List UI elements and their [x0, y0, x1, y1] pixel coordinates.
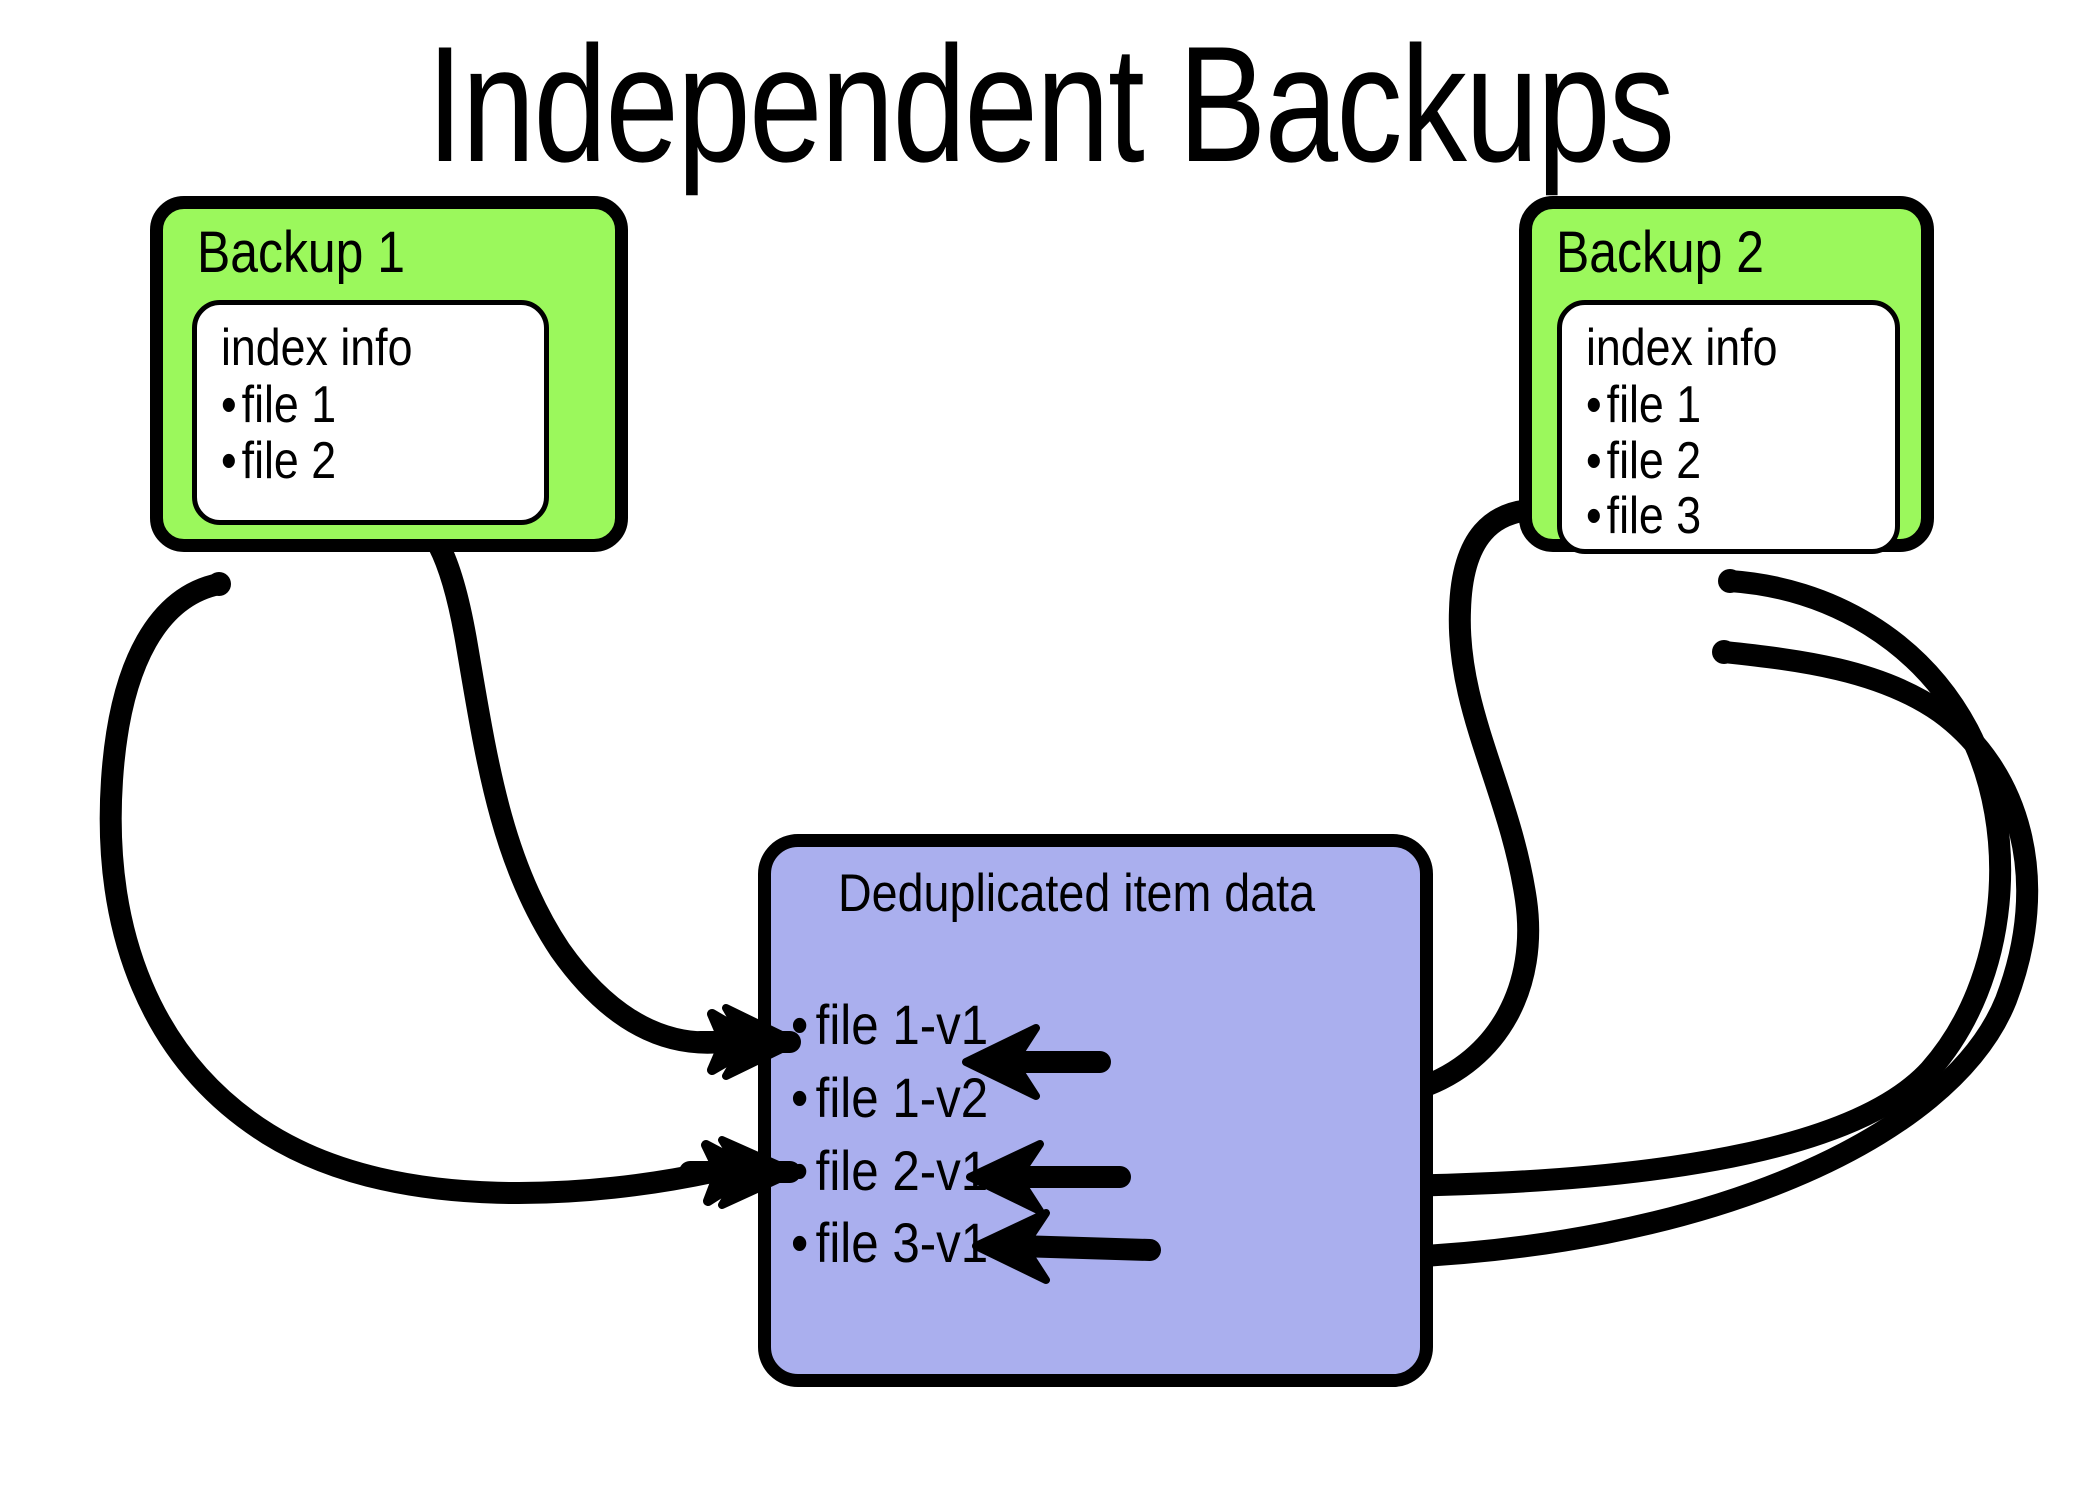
- bullet-icon: •: [791, 993, 809, 1056]
- dedup-file-1-v1-label: file 1-v1: [815, 993, 989, 1056]
- backup-2-title: Backup 2: [1556, 220, 1764, 285]
- connector-backup1-file1-to-file1v1: [380, 494, 765, 1075]
- connector-backup1-file2-to-file2v1: [99, 572, 760, 1206]
- backup-2-file-list: •file 1 •file 2 •file 3: [1586, 376, 1720, 546]
- list-item[interactable]: •file 2: [1586, 431, 1702, 490]
- list-item[interactable]: •file 3-v1: [791, 1207, 988, 1280]
- bullet-icon: •: [221, 431, 237, 490]
- bullet-icon: •: [791, 1065, 809, 1129]
- list-item[interactable]: •file 2: [221, 431, 337, 490]
- backup-2-index-label: index info: [1586, 319, 1778, 377]
- bullet-icon: •: [1586, 487, 1602, 546]
- list-item[interactable]: •file 1: [1586, 376, 1702, 434]
- dedup-file-2-v1-label: file 2-v1: [815, 1138, 989, 1202]
- dedup-title: Deduplicated item data: [838, 864, 1316, 923]
- dedup-file-1-v2-label: file 1-v2: [815, 1065, 989, 1129]
- bullet-icon: •: [1586, 376, 1602, 434]
- backup-2-index-panel: index info •file 1 •file 2 •file 3: [1557, 300, 1900, 554]
- backup-2-file-1-label: file 1: [1606, 376, 1702, 434]
- bullet-icon: •: [1586, 431, 1602, 490]
- list-item[interactable]: •file 1-v2: [791, 1062, 988, 1135]
- bullet-icon: •: [221, 376, 237, 434]
- page-title: Independent Backups: [426, 12, 1675, 196]
- backup-1-file-1-label: file 1: [241, 376, 337, 434]
- dedup-file-3-v1-label: file 3-v1: [815, 1211, 989, 1275]
- list-item[interactable]: •file 2-v1: [791, 1135, 988, 1208]
- backup-2-file-3-label: file 3: [1606, 487, 1702, 546]
- backup-1-title: Backup 1: [197, 220, 405, 285]
- list-item[interactable]: •file 1-v1: [791, 989, 988, 1062]
- bullet-icon: •: [791, 1138, 809, 1202]
- deduplicated-item-data-card[interactable]: Deduplicated item data •file 1-v1 •file …: [758, 834, 1433, 1387]
- backup-2-card[interactable]: Backup 2 index info •file 1 •file 2 •fil…: [1519, 196, 1934, 554]
- backup-1-index-label: index info: [221, 319, 413, 377]
- backup-1-file-list: •file 1 •file 2: [221, 376, 355, 490]
- backup-1-card[interactable]: Backup 1 index info •file 1 •file 2: [150, 196, 628, 552]
- dedup-file-list: •file 1-v1 •file 1-v2 •file 2-v1 •file 3…: [791, 989, 1015, 1280]
- backup-1-index-panel: index info •file 1 •file 2: [192, 300, 549, 525]
- bullet-icon: •: [791, 1211, 809, 1275]
- list-item[interactable]: •file 1: [221, 376, 337, 434]
- list-item[interactable]: •file 3: [1586, 487, 1702, 546]
- backup-1-file-2-label: file 2: [241, 431, 337, 490]
- backup-2-file-2-label: file 2: [1606, 431, 1702, 490]
